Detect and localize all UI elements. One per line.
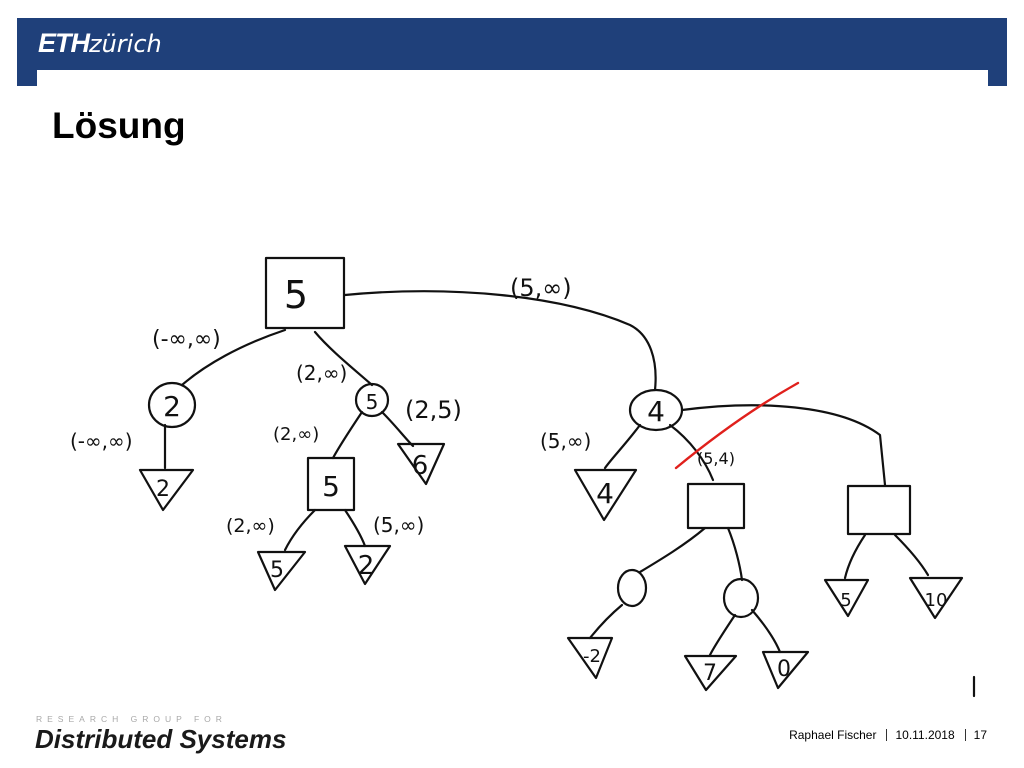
edge-max1-min-b: [726, 526, 744, 582]
edge-min4-max2: [680, 404, 887, 487]
edge-label-n2-leaf: (-∞,∞): [70, 429, 133, 453]
max-node-a: [686, 482, 746, 530]
min-5-value: 5: [366, 390, 379, 414]
edge-max5-leaf2b: [343, 508, 367, 548]
min-node-2: [147, 381, 197, 429]
edge-min4-leaf4: [603, 423, 642, 470]
leaf-2b-value: 2: [358, 551, 375, 581]
edge-label-n5b-right: (5,∞): [373, 513, 424, 537]
edge-label-n5c-left: (2,∞): [273, 424, 319, 445]
footer-separator: [886, 729, 888, 741]
footer-date: 10.11.2018: [895, 728, 955, 742]
edge-root-min5: [313, 330, 374, 387]
logo-eth: ETH: [38, 28, 90, 58]
leaf-triangle-m2: [566, 636, 614, 680]
leaf-4-value: 4: [596, 477, 614, 510]
footer-research-group-label: RESEARCH GROUP FOR: [36, 714, 227, 724]
edge-label-n4-mid: (5,4): [697, 449, 735, 468]
edge-label-root-right: (5,∞): [510, 274, 572, 302]
logo-zurich: zürich: [89, 30, 162, 58]
leaf-triangle-5: [256, 550, 307, 592]
min-node-5: [354, 382, 390, 418]
max-node-b: [846, 484, 912, 536]
edge-max2-leaf5b: [843, 533, 867, 580]
slide-title: Lösung: [52, 105, 186, 146]
min-node-4: [628, 388, 684, 432]
min-2-value: 2: [163, 390, 181, 423]
min-4-value: 4: [647, 395, 665, 428]
footer-page-number: 17: [973, 728, 987, 742]
footer-group-name: Distributed Systems: [35, 724, 287, 754]
footer-meta: Raphael Fischer 10.11.2018 17: [789, 728, 987, 742]
leaf-triangle-2b: [343, 544, 392, 586]
leaf-10-value: 10: [925, 590, 948, 611]
min-node-b: [722, 577, 760, 619]
leaf-triangle-7: [683, 654, 738, 692]
max-node-root: [264, 256, 346, 330]
max-5-value: 5: [322, 470, 340, 503]
edge-label-n5b-left: (2,∞): [226, 515, 275, 537]
leaf-2a-value: 2: [156, 477, 170, 502]
min-node-a: [616, 568, 648, 608]
edge-label-root-mid: (2,∞): [296, 361, 347, 385]
edge-max2-leaf10: [893, 533, 930, 577]
edge-min5-max5: [331, 410, 364, 460]
edge-root-min4: [343, 290, 657, 392]
edge-mina-leafm2: [588, 603, 624, 640]
footer-author: Raphael Fischer: [789, 728, 877, 742]
edge-label-root-left: (-∞,∞): [152, 327, 221, 352]
leaf-5-value: 5: [270, 558, 284, 583]
leaf-triangle-2a: [138, 468, 195, 512]
edge-label-n4-left: (5,∞): [540, 429, 591, 453]
leaf-7-value: 7: [703, 661, 717, 686]
edge-label-n5c-right: (2,5): [405, 396, 462, 424]
footer-separator: [964, 729, 966, 741]
edge-max5-leaf5: [283, 508, 317, 552]
root-value: 5: [284, 273, 308, 317]
leaf-triangle-6: [396, 442, 446, 486]
header-accent-right: [988, 70, 1007, 86]
edge-minb-leaf0: [750, 608, 782, 654]
header-accent-left: [17, 70, 37, 86]
leaf-triangle-5b: [823, 578, 870, 618]
prune-mark: [674, 381, 800, 470]
header-bar: [17, 18, 1007, 70]
edge-minb-leaf7: [708, 613, 737, 657]
leaf-0-value: 0: [777, 657, 791, 682]
leaf-5b-value: 5: [840, 590, 851, 611]
leaf-6-value: 6: [412, 451, 429, 481]
edge-root-min2: [180, 328, 287, 387]
leaf-triangle-0: [761, 650, 810, 690]
leaf-triangle-4: [573, 468, 638, 522]
leaf-m2-value: -2: [583, 646, 601, 667]
max-node-5: [306, 456, 356, 512]
eth-zurich-logo: ETHzürich: [38, 26, 162, 61]
edge-max1-min-a: [638, 526, 707, 574]
leaf-triangle-10: [908, 576, 964, 620]
